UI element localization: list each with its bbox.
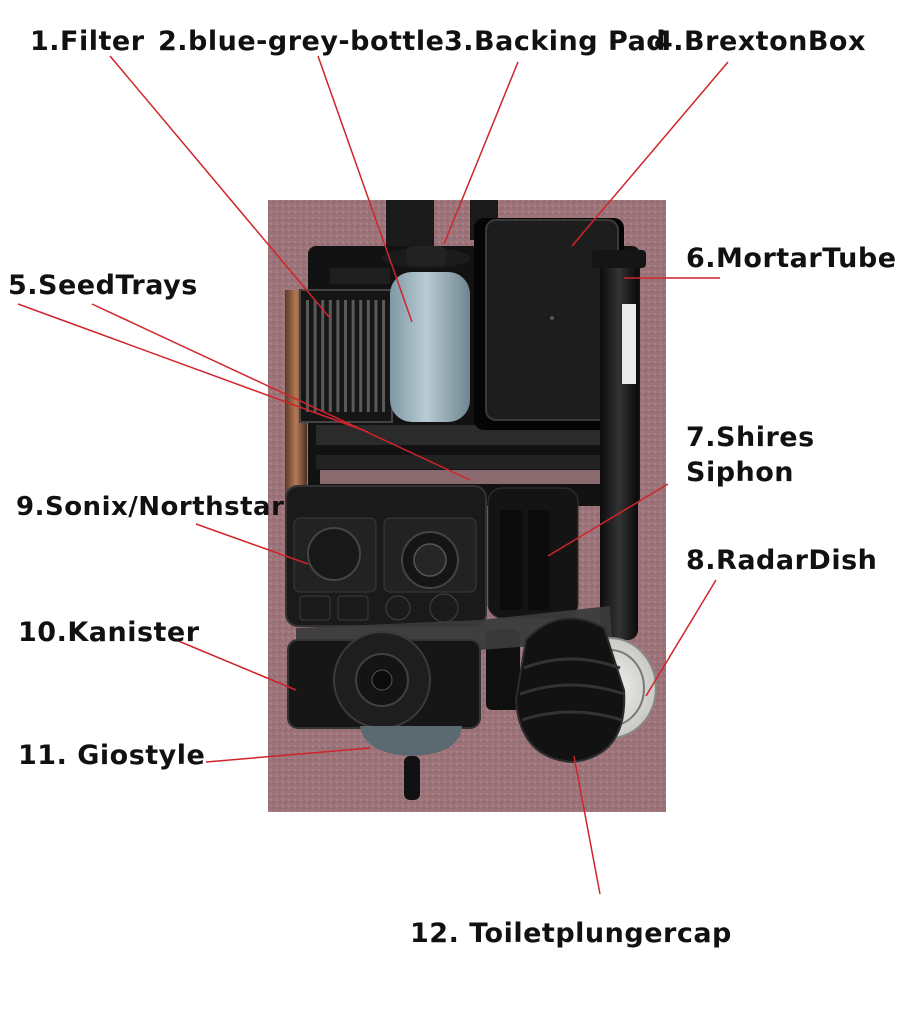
sonix-switch-1 [299, 595, 331, 621]
label-filter: 1.Filter [30, 26, 145, 57]
sonix-knob-2 [429, 593, 459, 623]
mortar-tube-label [622, 304, 636, 384]
giostyle [360, 726, 462, 756]
leader-line-radar-dish [645, 579, 717, 697]
filter-slat [306, 300, 309, 412]
plunger-ridge-2 [519, 683, 625, 696]
blue-grey-bottle [390, 272, 470, 422]
filter-slat [328, 300, 332, 412]
sonix-round-left [307, 527, 361, 581]
filter-slat [374, 300, 378, 412]
label-sonix-northstar: 9.Sonix/Northstar [16, 492, 285, 522]
leader-line-sonix-northstar [195, 523, 309, 565]
top-rail [330, 268, 390, 284]
filter-slat [313, 300, 317, 412]
filter-slat [359, 300, 363, 412]
siphon-pipe-2 [528, 510, 550, 610]
label-shires-siphon-line-1: 7.Shires [686, 422, 815, 453]
frame-rail-2 [316, 455, 616, 469]
leader-line-kanister [175, 639, 297, 691]
leader-line-brexton-box [571, 61, 729, 247]
label-seed-trays: 5.SeedTrays [8, 270, 198, 301]
label-shires-siphon-line-2: Siphon [686, 457, 795, 489]
plunger-ridge-3 [521, 710, 623, 722]
sonix-switch-2 [337, 595, 369, 621]
label-kanister: 10.Kanister [18, 617, 200, 648]
leader-line-filter [109, 55, 331, 319]
leader-line-backing-pad [443, 61, 519, 245]
filter-slat [382, 300, 385, 412]
label-shires-siphon: 7.Shires Siphon [686, 422, 815, 488]
siphon-lower-tube [486, 630, 520, 710]
strap [386, 200, 434, 250]
sonix-round-right-inner [413, 543, 447, 577]
label-backing-pad: 3.Backing Pad [444, 26, 667, 57]
filter-slat [344, 300, 347, 412]
mortar-tube-cap [592, 250, 646, 268]
label-blue-grey-bottle: 2.blue-grey-bottle [158, 26, 445, 57]
label-mortar-tube: 6.MortarTube [686, 243, 897, 274]
bottle-neck [406, 246, 446, 266]
leader-line-seed-trays-2 [91, 303, 471, 481]
filter-slat [321, 300, 325, 412]
kanister-vent-center [371, 669, 393, 691]
label-radar-dish: 8.RadarDish [686, 545, 878, 576]
siphon-pipe-1 [500, 510, 522, 610]
giostyle-spout [404, 756, 420, 800]
plunger-ridge-1 [523, 657, 621, 670]
knob-post [314, 256, 326, 290]
leader-line-shires-siphon [547, 483, 669, 557]
sonix-knob-1 [385, 595, 411, 621]
leader-lines [17, 55, 729, 895]
filter-slats [306, 300, 385, 412]
leader-line-giostyle [205, 747, 371, 763]
toilet-plunger-cap [514, 617, 626, 764]
leader-line-toilet-plunger-cap [573, 755, 601, 895]
brexton-screw [550, 316, 554, 320]
label-brexton-box: 4.BrextonBox [654, 26, 866, 57]
label-giostyle: 11. Giostyle [18, 740, 206, 771]
filter-slat [366, 300, 370, 412]
leader-line-blue-grey-bottle [317, 55, 413, 323]
label-toilet-plunger-cap: 12. Toiletplungercap [410, 918, 732, 949]
leader-line-seed-trays-1 [17, 303, 369, 433]
filter-slat [336, 300, 340, 412]
filter-slat [351, 300, 355, 412]
